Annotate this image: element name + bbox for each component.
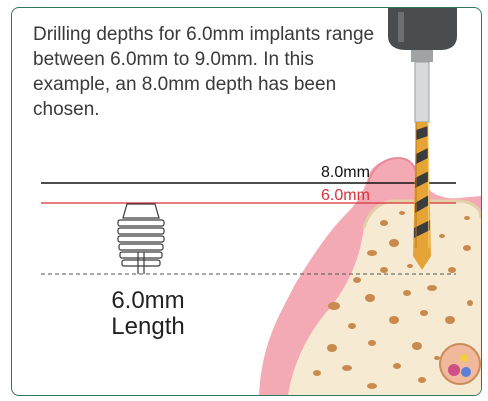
drill-bit — [411, 48, 433, 270]
diagram-panel: Drilling depths for 6.0mm implants range… — [11, 7, 482, 396]
depth-label-6mm: 6.0mm — [321, 188, 370, 204]
implant-outline — [118, 204, 164, 274]
nerve-canal — [440, 344, 480, 384]
depth-label-8mm: 8.0mm — [321, 165, 370, 181]
implant-length-label: 6.0mm Length — [98, 288, 198, 340]
implant-length-value: 6.0mm — [98, 288, 198, 314]
implant-length-word: Length — [98, 314, 198, 340]
description-text: Drilling depths for 6.0mm implants range… — [33, 22, 378, 122]
